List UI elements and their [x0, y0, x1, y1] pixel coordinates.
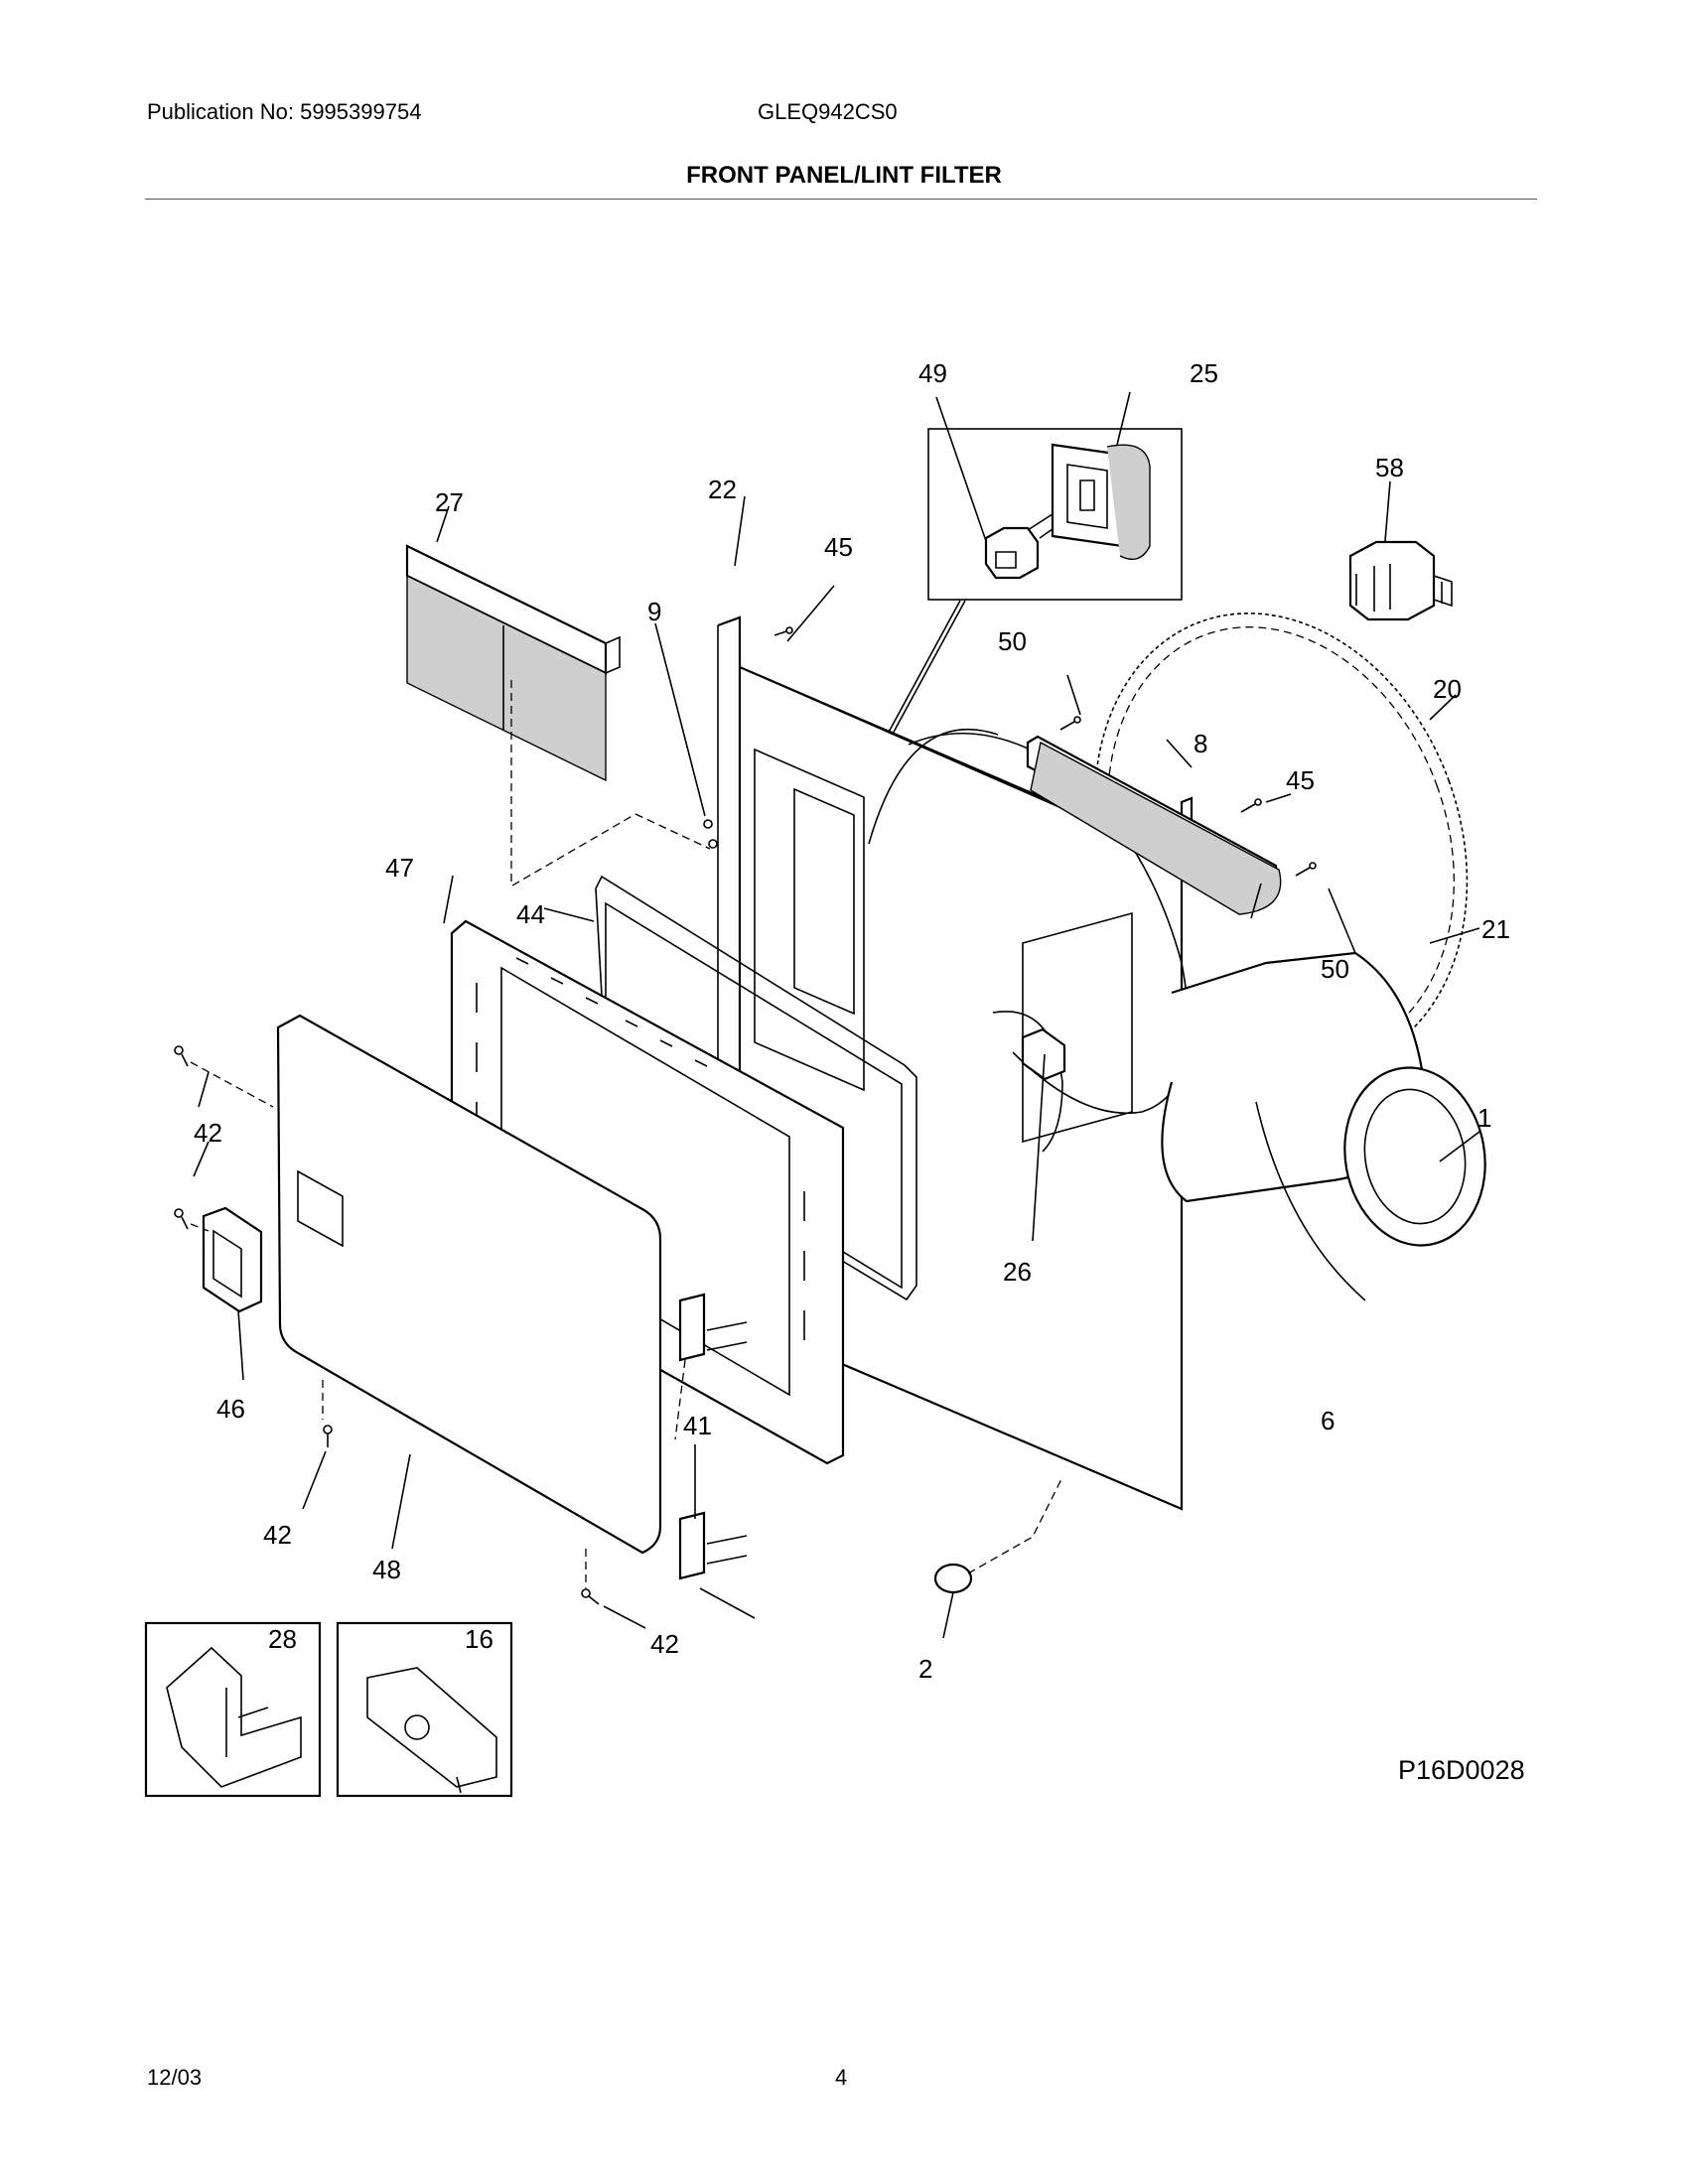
callout-1: 1 [1477, 1103, 1491, 1133]
lint-filter [405, 505, 711, 887]
header-divider [145, 199, 1537, 200]
screws-top [774, 626, 1356, 954]
callout-44: 44 [516, 899, 545, 929]
callout-50-top: 50 [998, 626, 1027, 656]
callout-49: 49 [918, 358, 947, 388]
callout-42-bottom: 42 [650, 1629, 679, 1659]
callout-22: 22 [708, 475, 737, 504]
callout-46: 46 [216, 1394, 245, 1424]
model-number: GLEQ942CS0 [758, 99, 898, 124]
inset-box-16 [336, 1621, 513, 1798]
callout-28: 28 [268, 1624, 297, 1654]
callout-42-left: 42 [194, 1118, 222, 1148]
diagram-code: P16D0028 [1398, 1755, 1525, 1785]
screws-42 [174, 1045, 756, 1629]
publication-number: Publication No: 5995399754 [147, 99, 422, 124]
callout-26: 26 [1003, 1257, 1032, 1287]
callout-21: 21 [1481, 914, 1510, 944]
door-handle [202, 1206, 263, 1381]
blower-ring [1343, 1066, 1486, 1247]
callout-2: 2 [918, 1654, 932, 1684]
callout-16: 16 [465, 1624, 493, 1654]
page-title: FRONT PANEL/LINT FILTER [686, 162, 1002, 189]
callout-47: 47 [385, 853, 414, 883]
callout-20: 20 [1433, 674, 1462, 704]
inset-box-switch [927, 428, 1183, 601]
part-26-switch [1021, 1027, 1066, 1242]
callout-45-right: 45 [1286, 765, 1315, 795]
outer-door [276, 1014, 662, 1555]
callout-48: 48 [372, 1555, 401, 1584]
callout-50-right: 50 [1321, 954, 1349, 984]
callout-58: 58 [1375, 453, 1404, 482]
callout-45-top: 45 [824, 532, 853, 562]
callout-27: 27 [435, 487, 464, 517]
hinges [674, 1293, 748, 1580]
callout-42-bottom-left: 42 [263, 1520, 292, 1550]
bracket-8 [1026, 735, 1282, 919]
callout-6: 6 [1321, 1406, 1335, 1435]
footer-date: 12/03 [147, 2065, 203, 2090]
callout-41: 41 [683, 1411, 712, 1440]
part-58 [1348, 480, 1453, 621]
page-number: 4 [835, 2065, 848, 2090]
door-inner-assembly [443, 875, 917, 1465]
callout-8: 8 [1194, 729, 1207, 758]
inset-box-28 [144, 1621, 322, 1798]
callout-25: 25 [1190, 358, 1218, 388]
foot-2 [933, 1476, 1063, 1639]
callout-9: 9 [647, 597, 661, 626]
